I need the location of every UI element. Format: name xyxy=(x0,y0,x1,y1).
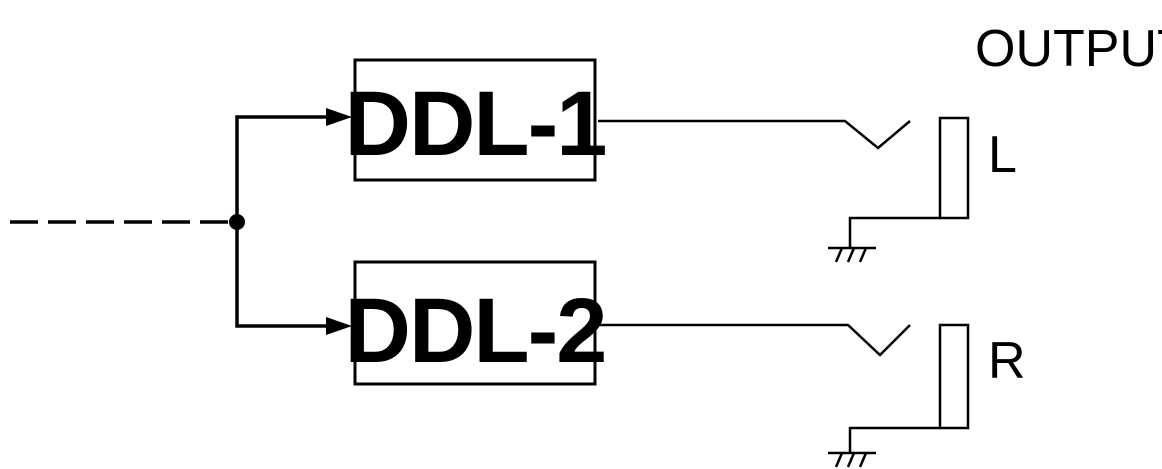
ddl2-label: DDL-2 xyxy=(345,280,606,382)
branch-to-ddl1 xyxy=(235,115,330,222)
output-left-label: L xyxy=(988,126,1017,184)
arrow-to-ddl2-icon xyxy=(326,317,352,335)
output-right-label: R xyxy=(988,332,1026,390)
branch-to-ddl2 xyxy=(235,222,330,328)
ddl2-output-wire xyxy=(598,323,911,357)
output-jack-right-icon xyxy=(828,323,970,468)
output-jack-left-icon xyxy=(828,116,970,263)
arrow-to-ddl1-icon xyxy=(326,108,352,126)
ddl2-block: DDL-2 xyxy=(345,260,607,386)
output-title: OUTPUT xyxy=(975,20,1162,78)
ddl1-label: DDL-1 xyxy=(345,73,606,175)
ddl1-output-wire xyxy=(598,119,911,150)
ddl1-block: DDL-1 xyxy=(345,58,607,182)
